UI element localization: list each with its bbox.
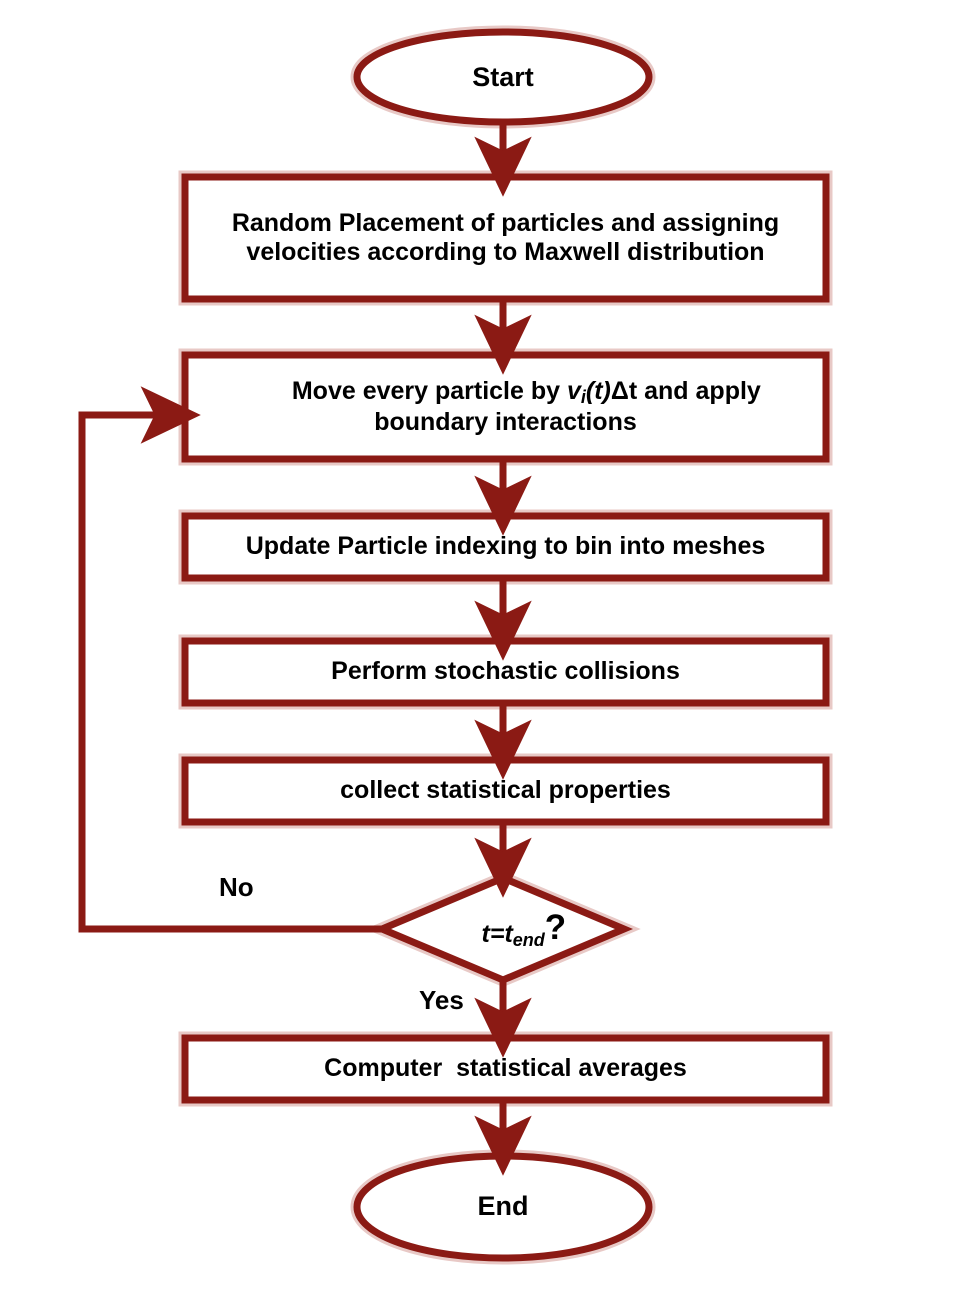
update-indexing-box-shape bbox=[181, 512, 830, 582]
connector-no-feedback-loop bbox=[78, 386, 382, 933]
start-terminator-shape bbox=[353, 28, 653, 126]
edge-label-no: No bbox=[219, 872, 254, 902]
time-check-diamond-shape bbox=[372, 874, 634, 984]
collect-statistics-box-shape bbox=[181, 756, 830, 826]
move-particles-box-shape bbox=[181, 351, 830, 463]
edge-label-yes: Yes bbox=[419, 985, 464, 1015]
stochastic-collisions-box-shape bbox=[181, 637, 830, 707]
compute-averages-box-shape bbox=[181, 1034, 830, 1104]
random-placement-box-shape bbox=[181, 173, 830, 303]
end-terminator-shape bbox=[353, 1152, 653, 1262]
